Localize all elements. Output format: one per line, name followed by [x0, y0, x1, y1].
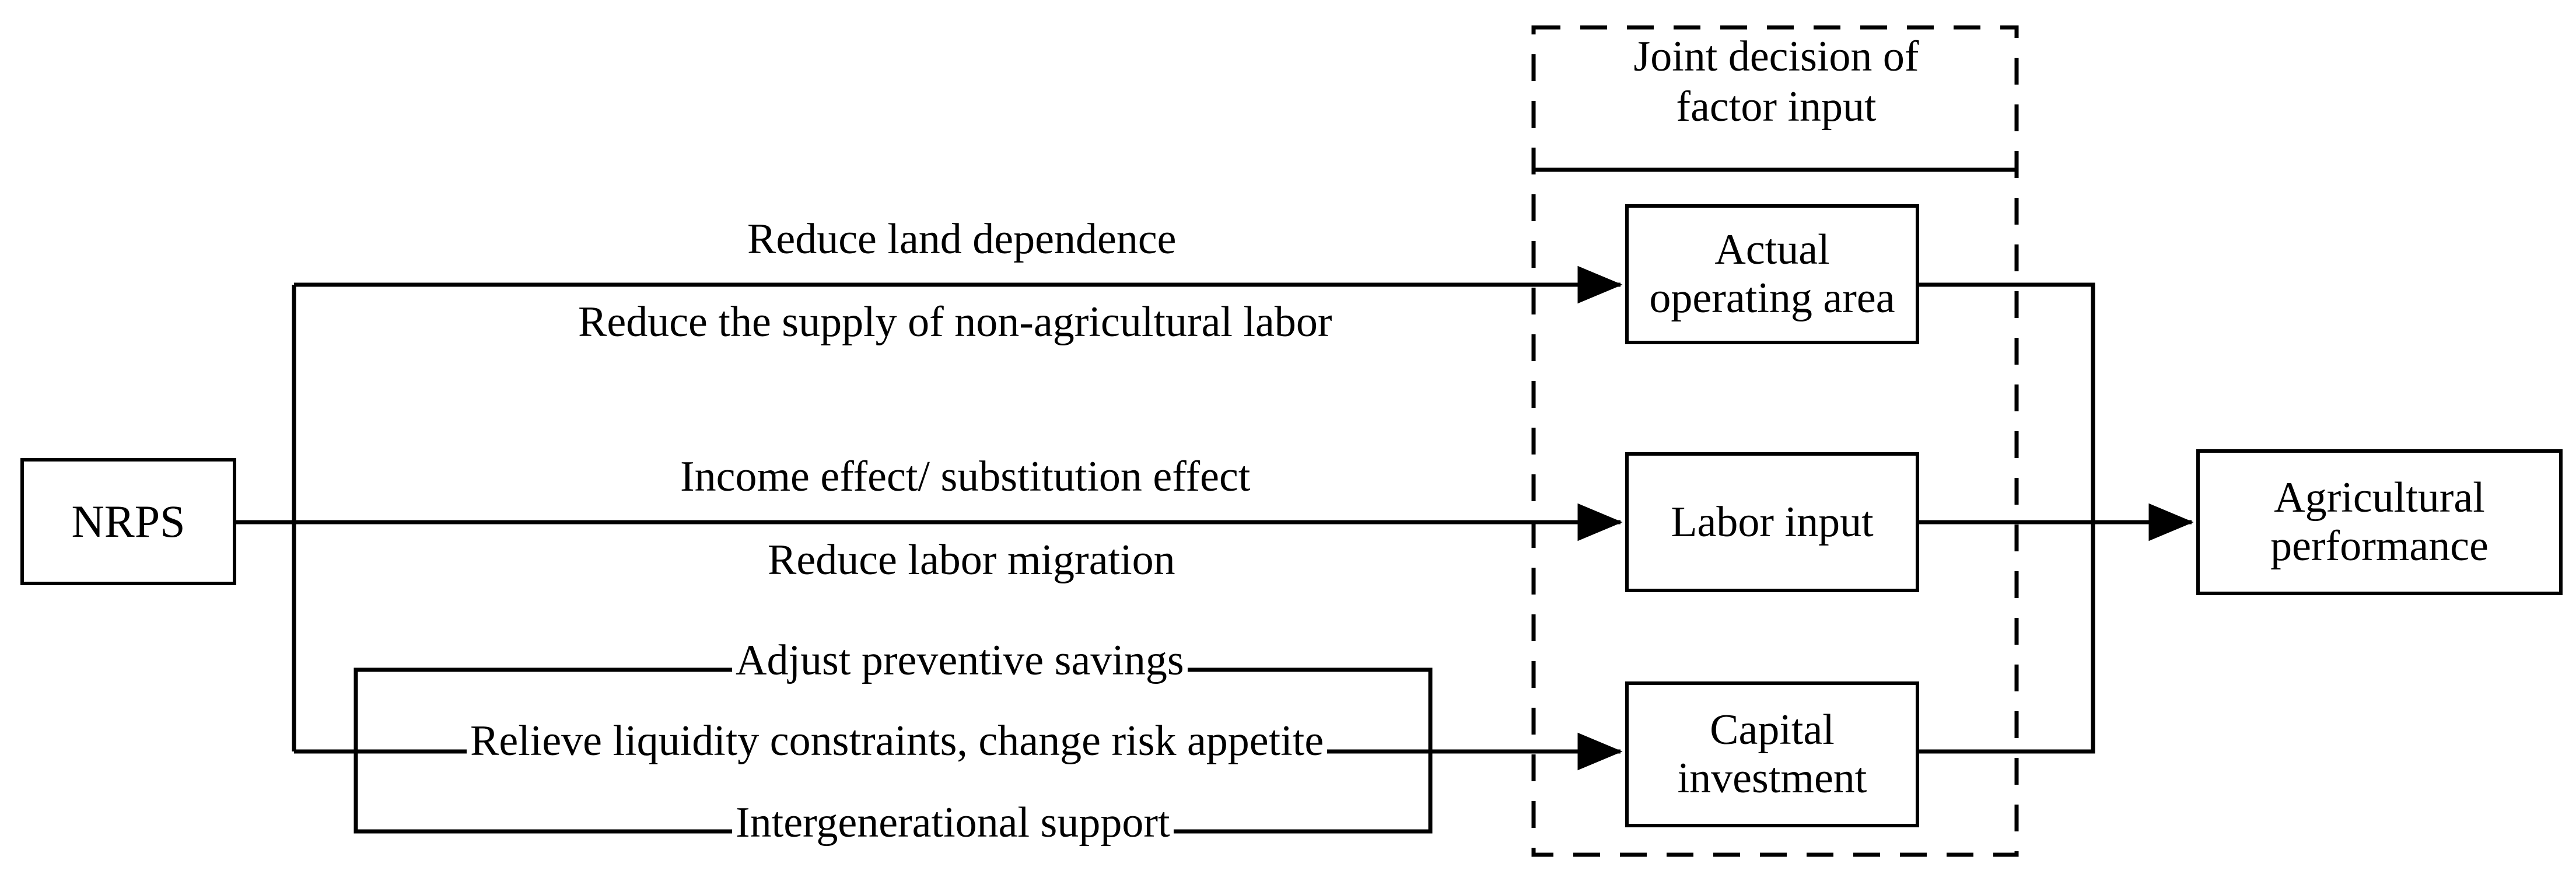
edge-label-reduce-nonagricultural-labor-supply: Reduce the supply of non-agricultural la…	[575, 298, 1336, 348]
edge-label-intergenerational-support: Intergenerational support	[732, 798, 1174, 848]
edge-actual-operating-area-to-merge	[1919, 282, 2095, 522]
node-labor-input[interactable]: Labor input	[1625, 452, 1919, 592]
node-labor-input-label: Labor input	[1671, 498, 1874, 546]
node-nrps[interactable]: NRPS	[20, 458, 236, 585]
edge-label-reduce-labor-migration: Reduce labor migration	[764, 536, 1179, 586]
edge-label-relieve-liquidity-constraints: Relieve liquidity constraints, change ri…	[467, 716, 1328, 767]
edge-label-income-substitution-effect: Income effect/ substitution effect	[677, 452, 1254, 502]
edge-capital-investment-to-merge	[1919, 522, 2095, 754]
node-nrps-label: NRPS	[71, 496, 186, 547]
edge-label-adjust-preventive-savings: Adjust preventive savings	[732, 636, 1188, 686]
joint-decision-dashed-box	[1531, 25, 2019, 857]
edge-label-reduce-land-dependence: Reduce land dependence	[744, 215, 1180, 265]
